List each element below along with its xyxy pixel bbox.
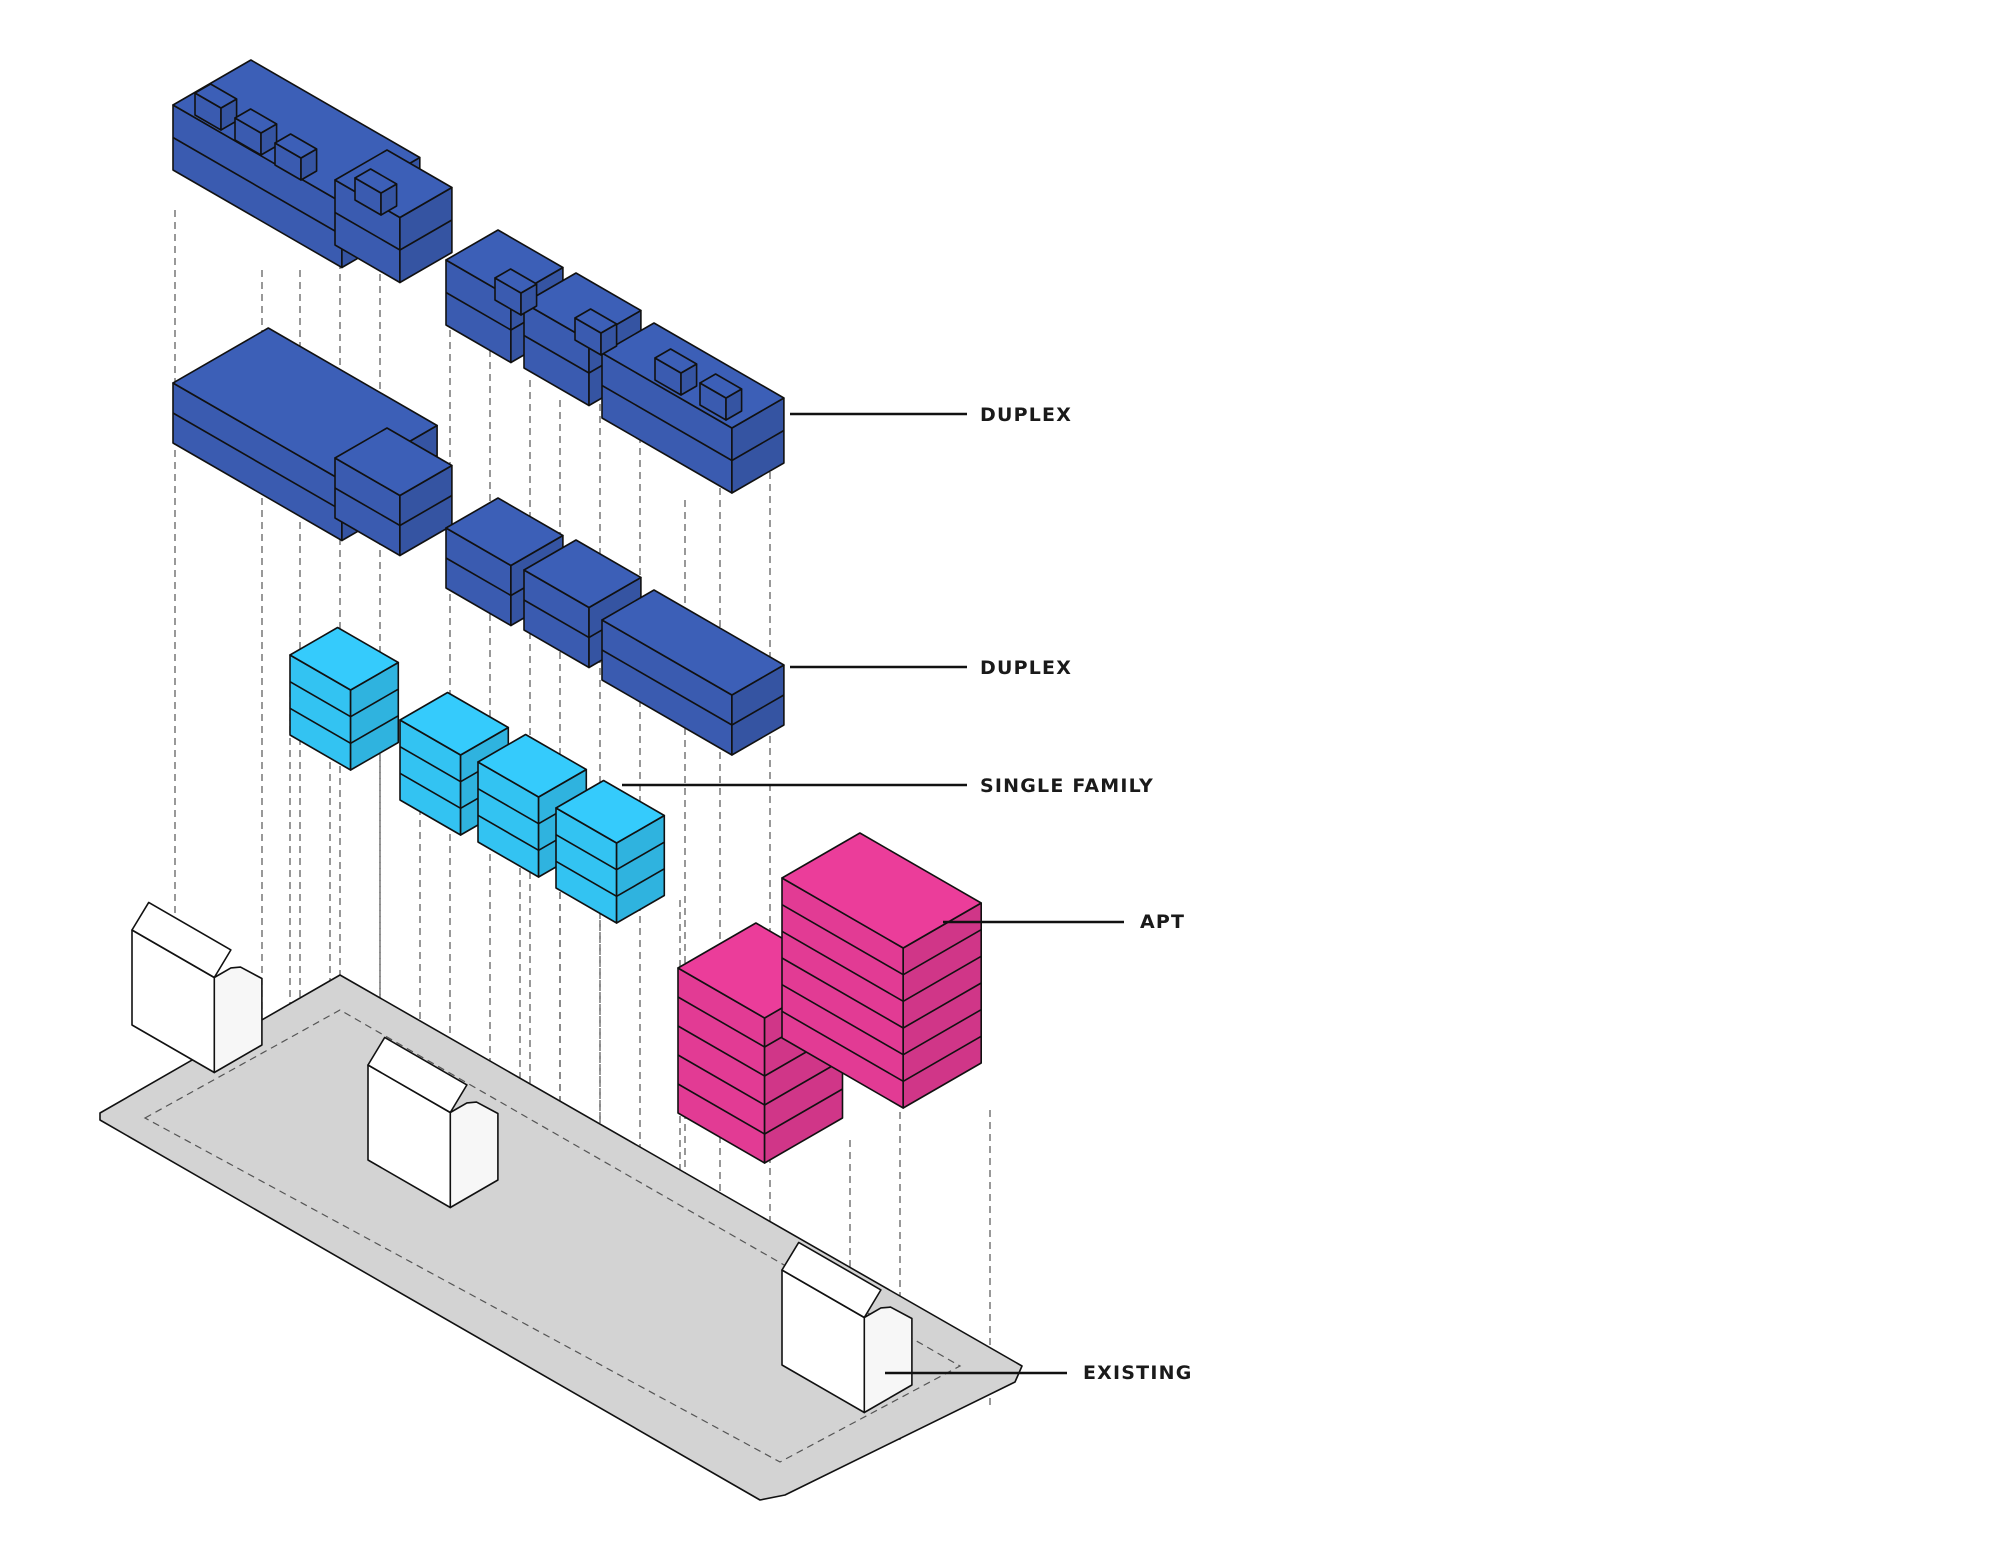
roof-stair-8 xyxy=(699,373,743,421)
floor-line xyxy=(902,1008,982,1056)
floor-line xyxy=(172,136,343,236)
box-top-face xyxy=(274,133,318,159)
floor-line xyxy=(334,487,401,527)
floor-line xyxy=(399,219,453,251)
floor-line xyxy=(781,903,904,976)
floor-line xyxy=(399,494,453,527)
floor-line xyxy=(616,868,665,898)
apt-block-2 xyxy=(781,832,983,1109)
box-top-face xyxy=(234,108,278,134)
floor-line xyxy=(781,930,904,1003)
floor-line xyxy=(781,983,904,1056)
floor-line xyxy=(601,649,733,726)
floor-line xyxy=(902,1035,982,1083)
label-text: DUPLEX xyxy=(980,657,1072,679)
house-roof xyxy=(131,901,232,979)
floor-line xyxy=(731,694,785,726)
floor-line xyxy=(902,928,982,976)
label-text: EXISTING xyxy=(1083,1362,1193,1384)
floor-line xyxy=(523,599,590,639)
label-duplex-lower: DUPLEX xyxy=(790,657,1072,679)
floor-line xyxy=(764,1059,843,1106)
floor-line xyxy=(677,1025,765,1077)
box-top-face xyxy=(354,168,398,194)
label-existing: EXISTING xyxy=(885,1362,1193,1384)
lot-setback xyxy=(143,1009,962,1463)
box-top-face xyxy=(601,589,785,696)
box-top-face xyxy=(194,83,238,109)
box-top-face xyxy=(699,373,743,399)
box-top-face xyxy=(574,308,618,334)
existing-houses xyxy=(131,901,913,1414)
roof-stair-5 xyxy=(494,268,538,316)
box-top-face xyxy=(781,832,983,949)
box-top-face xyxy=(555,779,666,844)
floor-line xyxy=(902,955,982,1003)
floor-line xyxy=(677,1083,765,1135)
label-single-family: SINGLE FAMILY xyxy=(622,775,1154,797)
floor-line xyxy=(677,1054,765,1106)
label-text: DUPLEX xyxy=(980,404,1072,426)
floor-line xyxy=(781,1010,904,1083)
box-top-face xyxy=(334,427,453,497)
roof-stair-2 xyxy=(234,108,278,156)
roof-stair-3 xyxy=(274,133,318,181)
duplex-upper-masses xyxy=(172,59,785,494)
label-text: SINGLE FAMILY xyxy=(980,775,1154,797)
floor-line xyxy=(781,957,904,1029)
single-family-1 xyxy=(289,626,400,771)
apt-masses xyxy=(677,832,983,1164)
box-top-face xyxy=(445,497,564,567)
floor-line xyxy=(477,814,540,852)
floor-line xyxy=(445,557,512,597)
box-top-face xyxy=(494,268,538,294)
floor-line xyxy=(334,211,401,251)
label-text: APT xyxy=(1140,911,1185,933)
roof-stair-4 xyxy=(354,168,398,216)
existing-house-1 xyxy=(131,901,263,1074)
house-roof xyxy=(781,1241,882,1319)
floor-line xyxy=(523,334,590,374)
roof-stair-7 xyxy=(654,348,698,396)
floor-line xyxy=(350,688,399,718)
floor-line xyxy=(289,707,352,745)
duplex-lower-masses xyxy=(172,327,785,756)
existing-house-2 xyxy=(367,1036,499,1209)
floor-line xyxy=(677,996,765,1048)
house-roof xyxy=(367,1036,468,1114)
floor-line xyxy=(731,429,785,462)
box-top-face xyxy=(523,539,642,609)
roof-stair-6 xyxy=(574,308,618,356)
box-top-face xyxy=(445,229,564,299)
floor-line xyxy=(445,291,512,331)
box-top-face xyxy=(654,348,698,374)
box-top-face xyxy=(399,691,510,756)
floor-line xyxy=(350,715,399,745)
floor-line xyxy=(289,680,352,718)
floor-line xyxy=(399,772,462,810)
floor-line xyxy=(555,833,618,871)
duplex-upper-5 xyxy=(601,322,785,494)
label-duplex-upper: DUPLEX xyxy=(790,404,1072,426)
box-top-face xyxy=(289,626,400,691)
floor-line xyxy=(399,745,462,783)
floor-line xyxy=(172,412,343,512)
floor-line xyxy=(902,982,982,1029)
existing-house-3 xyxy=(781,1241,913,1414)
floor-line xyxy=(555,860,618,898)
floor-line xyxy=(601,384,733,462)
duplex-lower-5 xyxy=(601,589,785,756)
box-top-face xyxy=(477,733,588,798)
duplex-lower-2 xyxy=(334,427,453,557)
label-apt: APT xyxy=(943,911,1185,933)
single-family-masses xyxy=(289,626,666,924)
floor-line xyxy=(764,1088,843,1135)
duplex-upper-2 xyxy=(334,149,453,284)
single-family-4 xyxy=(555,779,666,924)
floor-line xyxy=(616,841,665,871)
floor-line xyxy=(477,787,540,825)
roof-stair-1 xyxy=(194,83,238,131)
